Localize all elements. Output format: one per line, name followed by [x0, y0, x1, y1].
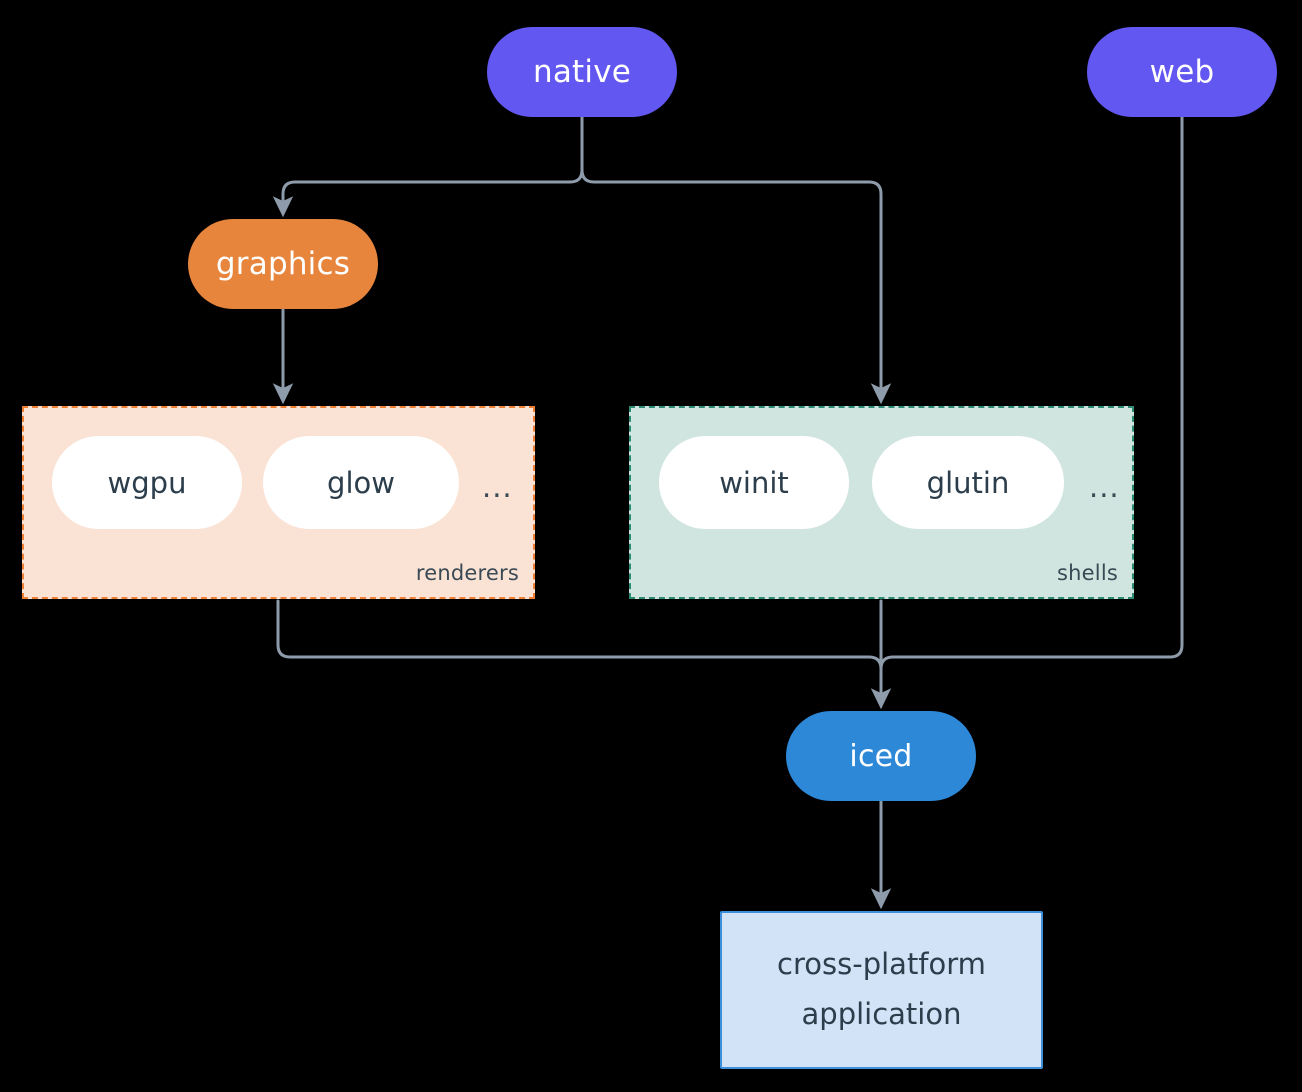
edge-renderers-to-iced [276, 599, 892, 710]
edge-native-to-graphics [272, 115, 584, 218]
cluster-renderers-label: renderers [415, 561, 519, 585]
node-application[interactable]: cross-platform application [720, 911, 1043, 1069]
shells-overflow-ellipsis: ... [1089, 470, 1120, 504]
node-wgpu[interactable]: wgpu [52, 436, 242, 529]
node-web-label: web [1149, 54, 1215, 90]
node-web[interactable]: web [1087, 27, 1277, 117]
node-native-label: native [532, 54, 632, 90]
renderers-overflow-ellipsis: ... [482, 470, 513, 504]
node-wgpu-label: wgpu [107, 465, 187, 500]
node-glutin-label: glutin [926, 465, 1010, 500]
node-iced[interactable]: iced [786, 711, 976, 801]
cluster-renderers[interactable]: wgpu glow ... renderers [22, 406, 535, 599]
node-application-line2: application [801, 997, 962, 1031]
node-application-line1: cross-platform [777, 947, 986, 982]
cluster-shells[interactable]: winit glutin ... shells [629, 406, 1134, 599]
cluster-shells-label: shells [1057, 561, 1118, 585]
node-iced-label: iced [849, 738, 913, 774]
node-graphics[interactable]: graphics [188, 219, 378, 309]
node-native[interactable]: native [487, 27, 677, 117]
node-glow-label: glow [327, 465, 395, 500]
edge-native-to-shells [580, 115, 892, 405]
node-glutin[interactable]: glutin [872, 436, 1064, 529]
node-glow[interactable]: glow [263, 436, 459, 529]
node-graphics-label: graphics [215, 246, 351, 282]
node-winit[interactable]: winit [659, 436, 849, 529]
node-winit-label: winit [719, 465, 789, 500]
